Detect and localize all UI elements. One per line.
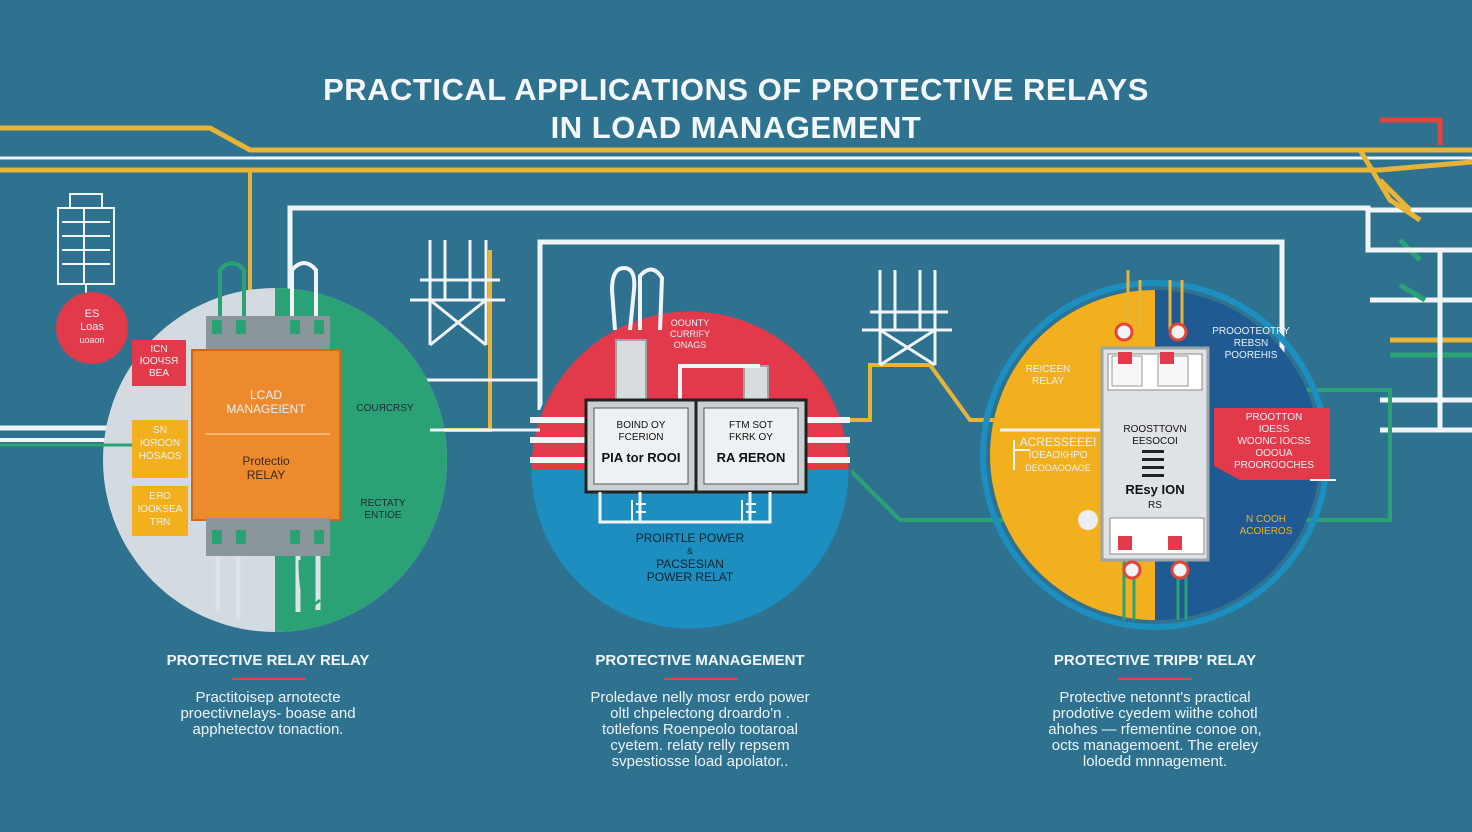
side-label-1: COUЯCRSY bbox=[356, 403, 414, 414]
page-title-line-2: IN LOAD MANAGEMENT bbox=[550, 110, 922, 145]
red-tag-top bbox=[132, 340, 186, 386]
red-status-badge bbox=[56, 292, 128, 364]
middle-red-label: OOUNTY CURRIFY ONAGS bbox=[670, 318, 710, 350]
yellow-tag-mid bbox=[132, 420, 188, 478]
heading-middle: PROTECTIVE MANAGEMENT bbox=[595, 652, 805, 669]
module-bottom-label: Protectio RELAY bbox=[242, 454, 290, 482]
heading-left: PROTECTIVE RELAY RELAY bbox=[166, 652, 370, 669]
white-loop-wire bbox=[287, 205, 1443, 430]
relay-b-label: FTM SOT FKRK OY RA ЯERON bbox=[716, 420, 786, 465]
middle-relay-assembly bbox=[584, 265, 808, 524]
side-label-2: RECTATY ENTIOE bbox=[360, 498, 406, 521]
right-lower-label: ACRESSEEEI IOEAОКНРО DEOOAOOAOE bbox=[1019, 435, 1097, 474]
page-title-line-1: PRACTICAL APPLICATIONS OF PROTECTIVE REL… bbox=[323, 72, 1149, 107]
red-tag-text: PROOTTON IOESS WOONC IOCSS OOOUA PROOROO… bbox=[1233, 412, 1314, 471]
switchboard-icon bbox=[57, 193, 115, 310]
transmission-tower-icon-middle bbox=[862, 270, 952, 367]
module-top-label: LCAD MANAGEIENT bbox=[226, 388, 306, 416]
tag-mid-text: SN ЮЯOON HOSAOS bbox=[138, 425, 182, 462]
relay-a-label: BOIND OY FCERION PIA tor ROOI bbox=[601, 420, 681, 465]
yellow-bus-wire-top bbox=[0, 125, 1472, 153]
heading-right: PROTECTIVE TRIPB' RELAY bbox=[1053, 652, 1257, 669]
right-yellow-note: N COOH ACOIEROS bbox=[1239, 514, 1293, 537]
right-yellow-label: REICEEN RELAY bbox=[1025, 364, 1071, 387]
transmission-tower-icon-left bbox=[410, 240, 505, 347]
right-top-label: PROOOTEOTRY REBSN POOREHIS bbox=[1212, 326, 1290, 361]
description-left: Practitoisep arnotecte proectivnelays- b… bbox=[180, 689, 356, 738]
red-warning-tag bbox=[1214, 408, 1330, 480]
right-relay-text: ROOSTTOVN EESOCOI REsy ION RS bbox=[1123, 424, 1187, 511]
middle-bottom-label: PROIRTLE POWER & PACSESIAN POWER RELAT bbox=[635, 531, 745, 584]
yellow-tag-bottom bbox=[132, 486, 188, 536]
tag-top-text: ICN ЮOЧSЯ BEA bbox=[139, 344, 179, 379]
heading-right-rule bbox=[1118, 678, 1192, 680]
heading-left-rule bbox=[232, 678, 306, 680]
description-right: Protective netonnt's practical prodotive… bbox=[1048, 689, 1262, 770]
right-relay-device bbox=[1078, 270, 1210, 620]
red-badge-text: ES Loas uoaon bbox=[79, 308, 105, 345]
heading-middle-rule bbox=[664, 678, 738, 680]
yellow-bus-wire-second bbox=[0, 159, 1472, 173]
description-middle: Proledave nelly mosr erdo power oltl chp… bbox=[590, 689, 810, 770]
tag-bottom-text: EЯO ЮOKSEA TЯN bbox=[137, 491, 183, 528]
left-relay-module bbox=[191, 261, 341, 620]
